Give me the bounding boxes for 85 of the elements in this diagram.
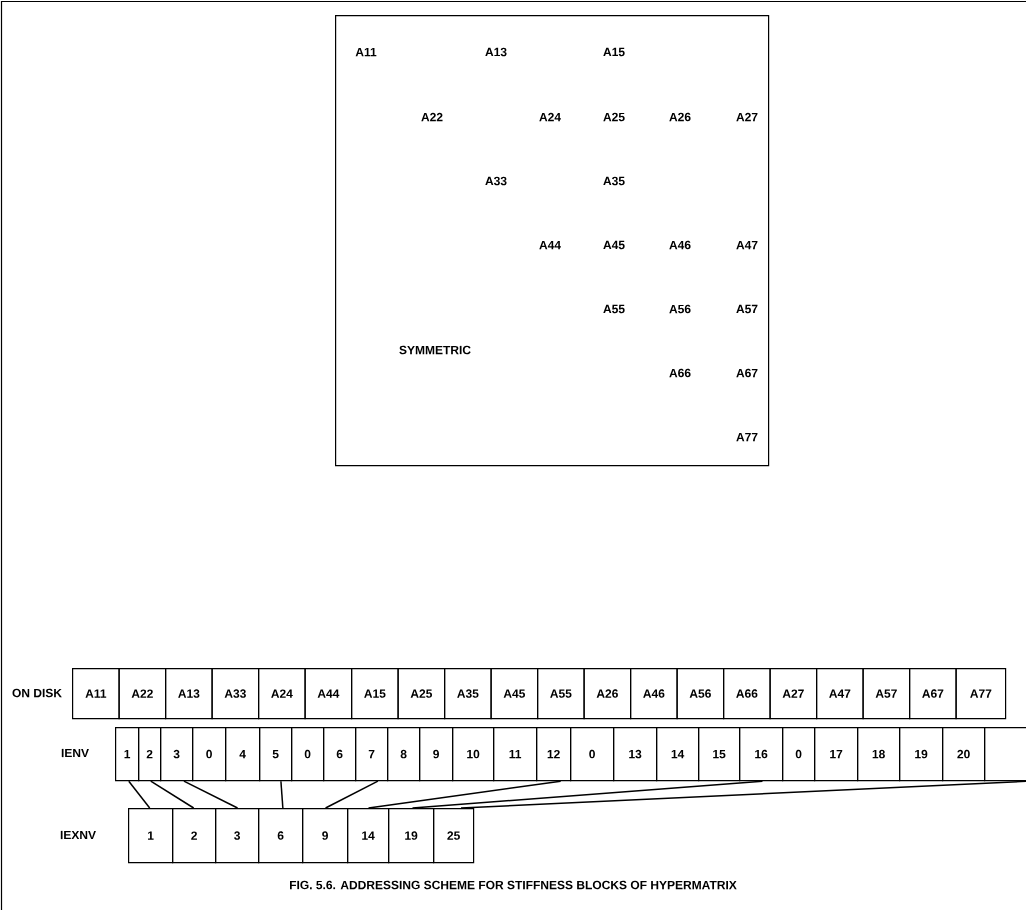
ienv-cell: 10: [452, 727, 495, 782]
disk-cell: A22: [118, 668, 167, 720]
matrix-entry: A24: [539, 112, 561, 122]
matrix-entry: A15: [603, 47, 625, 57]
matrix-entry: A47: [736, 240, 758, 250]
disk-cell: A67: [909, 668, 957, 720]
matrix-entry: A66: [669, 368, 691, 378]
ienv-cell: 1: [115, 727, 140, 782]
disk-cell: A45: [490, 668, 539, 720]
disk-cell: A77: [955, 668, 1007, 720]
ienv-cell: 16: [739, 727, 784, 782]
ienv-cell: 13: [613, 727, 658, 782]
iexnv-cell: 19: [388, 808, 435, 864]
disk-cell: A24: [258, 668, 306, 720]
disk-cell: A13: [165, 668, 213, 720]
iexnv-cell: 25: [433, 808, 475, 864]
iexnv-cell: 1: [128, 808, 174, 864]
ienv-cell: 0: [782, 727, 816, 782]
ienv-cell: 0: [570, 727, 615, 782]
row-label: IENV: [61, 748, 89, 758]
connector-line: [411, 780, 764, 809]
matrix-entry: A27: [736, 112, 758, 122]
iexnv-cell: 2: [172, 808, 217, 864]
matrix-entry: A45: [603, 240, 625, 250]
disk-cell: A15: [351, 668, 399, 720]
connector-line: [128, 780, 151, 809]
connector-line: [280, 780, 284, 809]
iexnv-cell: 14: [347, 808, 390, 864]
disk-cell: A47: [816, 668, 864, 720]
ienv-cell: 12: [536, 727, 572, 782]
disk-cell: A11: [72, 668, 120, 720]
iexnv-cell: 6: [258, 808, 304, 864]
matrix-entry: A46: [669, 240, 691, 250]
ienv-cell: 7: [355, 727, 389, 782]
matrix-entry: SYMMETRIC: [399, 345, 471, 355]
empty-cell: [984, 727, 1026, 782]
disk-cell: A44: [304, 668, 353, 720]
connector-line: [367, 780, 562, 809]
disk-cell: A26: [583, 668, 632, 720]
ienv-cell: 19: [899, 727, 944, 782]
disk-cell: A57: [862, 668, 911, 720]
iexnv-cell: 9: [302, 808, 349, 864]
ienv-cell: 17: [814, 727, 859, 782]
matrix-entry: A13: [485, 47, 507, 57]
ienv-cell: 6: [323, 727, 357, 782]
matrix-entry: A67: [736, 368, 758, 378]
ienv-cell: 11: [493, 727, 538, 782]
matrix-entry: A77: [736, 432, 758, 442]
ienv-cell: 4: [225, 727, 261, 782]
matrix-entry: A33: [485, 176, 507, 186]
connector-line: [183, 780, 239, 809]
disk-cell: A56: [676, 668, 725, 720]
ienv-cell: 14: [656, 727, 700, 782]
connector-line: [460, 780, 1026, 809]
disk-cell: A55: [537, 668, 585, 720]
figure-caption: FIG. 5.6. ADDRESSING SCHEME FOR STIFFNESS BLOCKS OF HYPERMATRIX: [290, 880, 737, 890]
ienv-cell: 0: [192, 727, 227, 782]
matrix-entry: A22: [421, 112, 443, 122]
connector-line: [324, 780, 379, 809]
matrix-entry: A25: [603, 112, 625, 122]
disk-cell: A27: [769, 668, 818, 720]
connector-line: [150, 780, 195, 809]
disk-cell: A33: [211, 668, 260, 720]
ienv-cell: 8: [387, 727, 421, 782]
row-label: IEXNV: [60, 830, 96, 840]
ienv-cell: 3: [160, 727, 194, 782]
ienv-cell: 18: [857, 727, 901, 782]
matrix-entry: A56: [669, 304, 691, 314]
matrix-entry: A26: [669, 112, 691, 122]
ienv-cell: 2: [138, 727, 162, 782]
disk-cell: A25: [397, 668, 446, 720]
matrix-entry: A11: [355, 47, 377, 57]
matrix-entry: A44: [539, 240, 561, 250]
matrix-entry: A35: [603, 176, 625, 186]
matrix-entry: A55: [603, 304, 625, 314]
matrix-entry: A57: [736, 304, 758, 314]
ienv-cell: 9: [419, 727, 454, 782]
ienv-cell: 20: [942, 727, 986, 782]
ienv-cell: 15: [698, 727, 741, 782]
disk-cell: A46: [630, 668, 678, 720]
ienv-cell: 0: [291, 727, 325, 782]
iexnv-cell: 3: [215, 808, 260, 864]
ienv-cell: 5: [259, 727, 293, 782]
disk-cell: A66: [723, 668, 771, 720]
disk-cell: A35: [444, 668, 492, 720]
